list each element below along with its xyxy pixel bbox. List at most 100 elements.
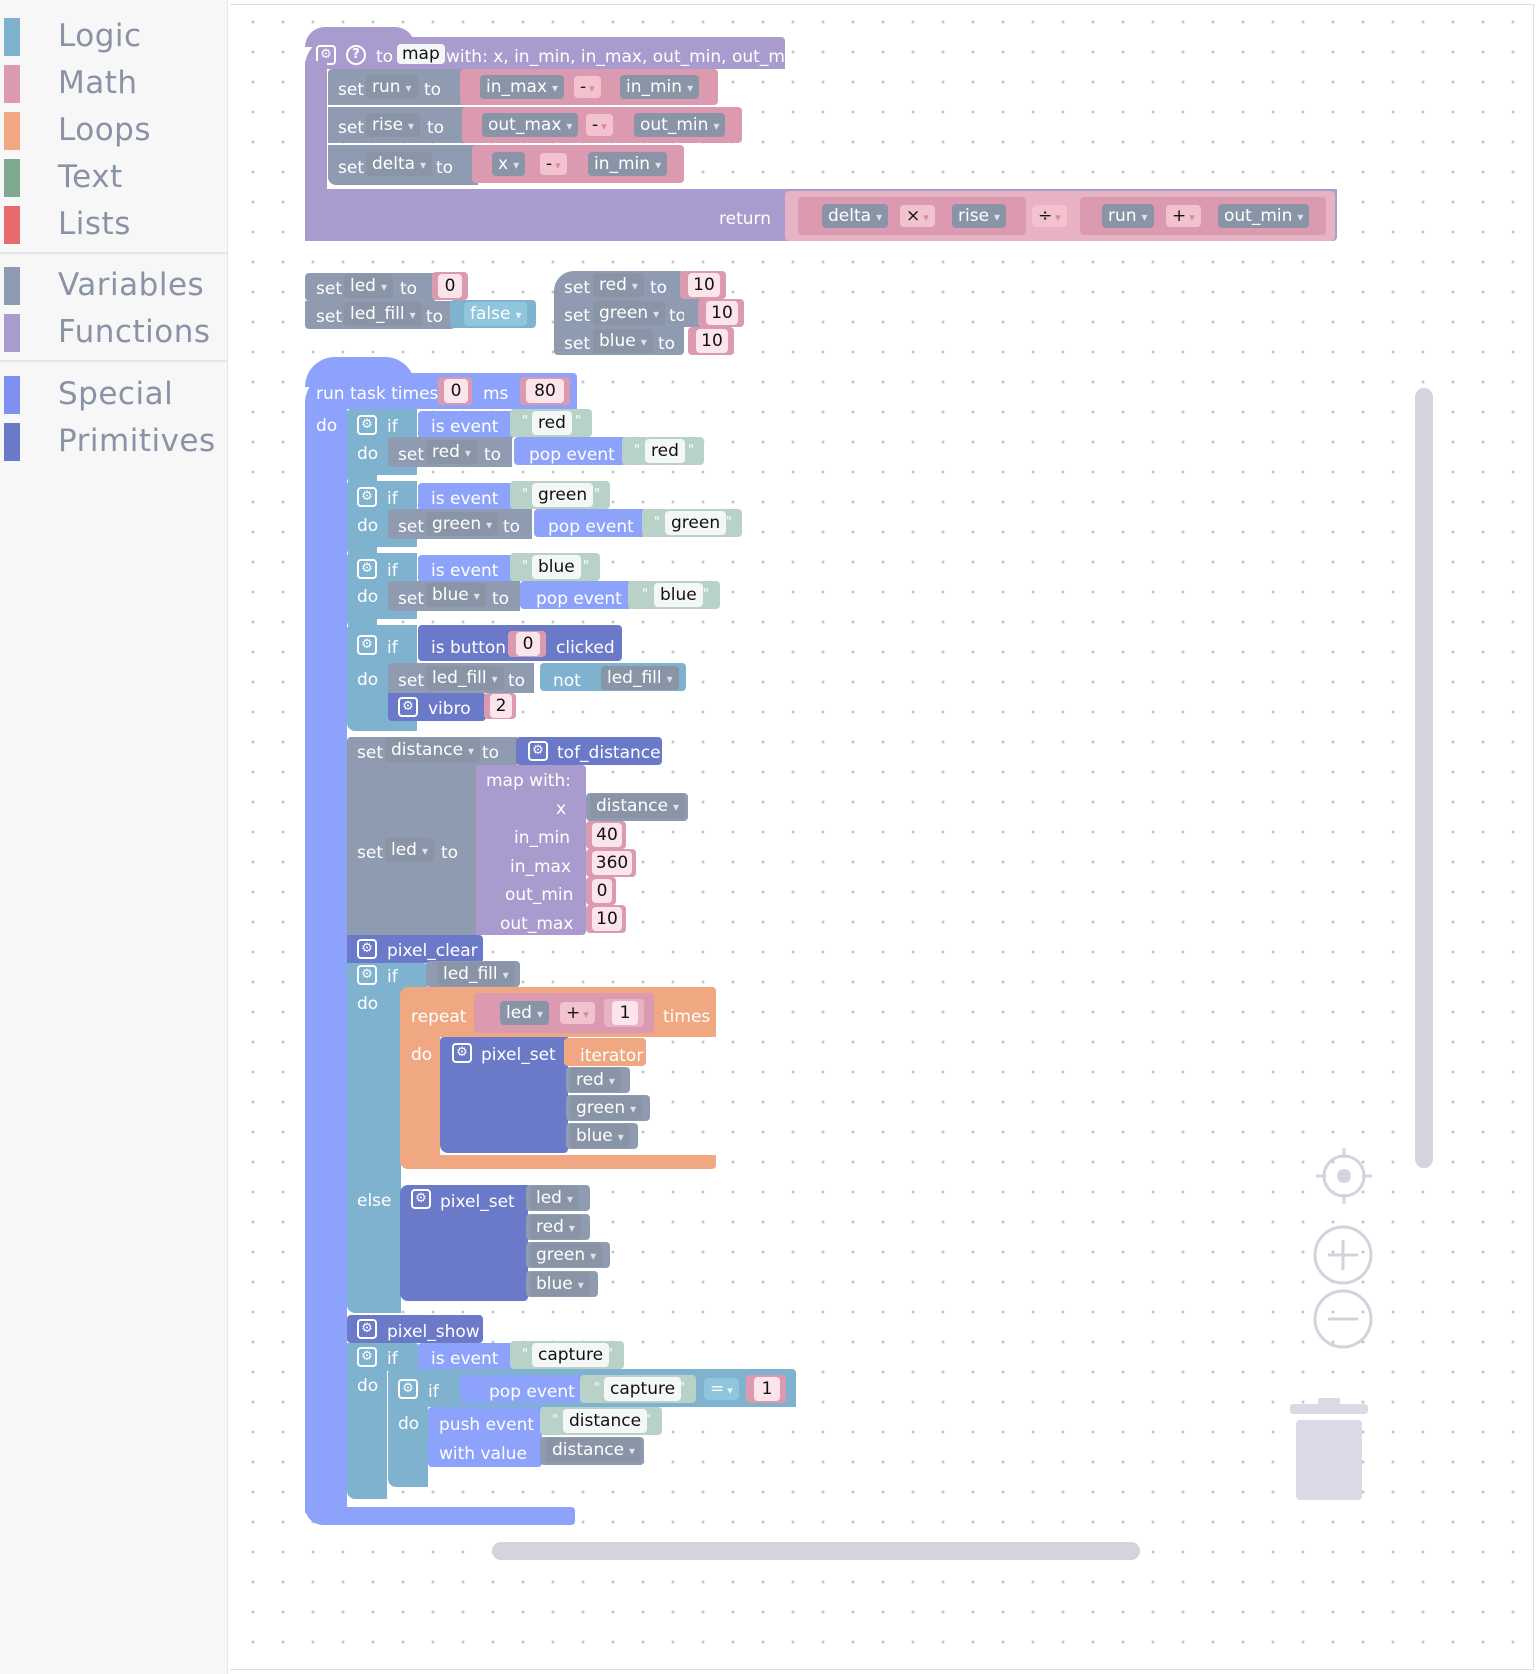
gear-icon[interactable]: ⚙ xyxy=(528,741,548,761)
var-led-fill[interactable]: led_fill xyxy=(601,666,679,690)
var-green-dropdown[interactable]: green xyxy=(593,301,666,325)
pop-event-block[interactable] xyxy=(534,509,646,537)
op-minus-dropdown[interactable]: - xyxy=(574,76,601,98)
category-special[interactable]: Special xyxy=(0,372,228,418)
var-distance[interactable]: distance xyxy=(590,794,686,818)
map-in-min-field[interactable]: 40 xyxy=(592,823,622,847)
param-x[interactable]: x xyxy=(492,152,526,176)
gear-icon[interactable]: ⚙ xyxy=(357,1319,377,1339)
var-run[interactable]: run xyxy=(1102,204,1154,228)
var-red[interactable]: red xyxy=(530,1215,581,1239)
op-mul-dropdown[interactable]: × xyxy=(900,205,935,227)
var-led-fill-dropdown[interactable]: led_fill xyxy=(426,666,504,690)
category-functions[interactable]: Functions xyxy=(0,310,228,356)
category-lists[interactable]: Lists xyxy=(0,202,228,248)
var-red[interactable]: red xyxy=(570,1068,621,1092)
text-field[interactable]: red xyxy=(532,411,572,435)
var-green-dropdown[interactable]: green xyxy=(426,512,499,536)
var-rise[interactable]: rise xyxy=(952,204,1007,228)
workspace[interactable]: ⚙ ? to map with: x, in_min, in_max, out_… xyxy=(230,4,1534,1670)
task-ms-field[interactable]: 80 xyxy=(526,379,564,403)
pixel-set-block[interactable] xyxy=(440,1037,568,1153)
is-event-block[interactable] xyxy=(418,555,514,583)
var-led[interactable]: led xyxy=(500,1001,550,1025)
boolean-dropdown[interactable]: false xyxy=(464,302,528,326)
text-field[interactable]: blue xyxy=(654,583,703,607)
repeat-add-field[interactable]: 1 xyxy=(612,1001,638,1025)
op-minus-dropdown[interactable]: - xyxy=(540,153,567,175)
var-led-fill-dropdown[interactable]: led_fill xyxy=(344,302,422,326)
pop-event-block[interactable] xyxy=(520,581,632,609)
gear-icon[interactable]: ⚙ xyxy=(357,487,377,507)
is-event-block[interactable] xyxy=(418,411,514,439)
param-in-min[interactable]: in_min xyxy=(588,152,668,176)
text-field[interactable]: capture xyxy=(604,1377,682,1401)
map-out-max-field[interactable]: 10 xyxy=(592,907,622,931)
var-led-dropdown[interactable]: led xyxy=(385,838,435,862)
gear-icon[interactable]: ⚙ xyxy=(357,965,377,985)
number-field[interactable]: 10 xyxy=(696,329,728,353)
category-text[interactable]: Text xyxy=(0,155,228,201)
text-field[interactable]: red xyxy=(645,439,685,463)
text-field[interactable]: blue xyxy=(532,555,581,579)
task-times-field[interactable]: 0 xyxy=(444,379,468,403)
trash-button[interactable] xyxy=(1288,1398,1370,1504)
text-field[interactable]: green xyxy=(665,511,727,535)
is-event-block[interactable] xyxy=(418,1343,514,1371)
op-plus-dropdown[interactable]: + xyxy=(1166,205,1201,227)
gear-icon[interactable]: ⚙ xyxy=(357,559,377,579)
gear-icon[interactable]: ⚙ xyxy=(411,1189,431,1209)
param-in-max[interactable]: in_max xyxy=(480,75,565,99)
text-field[interactable]: green xyxy=(532,483,594,507)
pixel-set-else-block[interactable] xyxy=(400,1185,528,1301)
gear-icon[interactable]: ⚙ xyxy=(357,415,377,435)
map-in-max-field[interactable]: 360 xyxy=(592,851,632,875)
var-run-dropdown[interactable]: run xyxy=(366,75,418,99)
iterator-block[interactable] xyxy=(564,1038,646,1066)
var-distance[interactable]: distance xyxy=(546,1438,642,1462)
op-eq-dropdown[interactable]: = xyxy=(704,1378,739,1400)
pop-event-block[interactable] xyxy=(514,437,626,465)
var-rise-dropdown[interactable]: rise xyxy=(366,113,421,137)
gear-icon[interactable]: ⚙ xyxy=(357,635,377,655)
horizontal-scrollbar[interactable] xyxy=(492,1542,1140,1560)
category-primitives[interactable]: Primitives xyxy=(0,419,228,465)
gear-icon[interactable]: ⚙ xyxy=(398,697,418,717)
help-icon[interactable]: ? xyxy=(346,45,366,65)
var-led-dropdown[interactable]: led xyxy=(344,274,394,298)
number-field[interactable]: 0 xyxy=(438,274,462,298)
gear-icon[interactable]: ⚙ xyxy=(452,1043,472,1063)
category-math[interactable]: Math xyxy=(0,61,228,107)
param-out-min[interactable]: out_min xyxy=(1218,204,1310,228)
category-loops[interactable]: Loops xyxy=(0,108,228,154)
var-distance-dropdown[interactable]: distance xyxy=(385,738,481,762)
text-field[interactable]: distance xyxy=(563,1409,648,1433)
var-green[interactable]: green xyxy=(530,1243,603,1267)
number-field[interactable]: 10 xyxy=(688,273,720,297)
var-led-fill[interactable]: led_fill xyxy=(437,962,515,986)
function-name-field[interactable]: map xyxy=(397,44,445,64)
is-event-block[interactable] xyxy=(418,483,514,511)
op-plus-dropdown[interactable]: + xyxy=(560,1002,595,1024)
var-led[interactable]: led xyxy=(530,1186,580,1210)
param-out-max[interactable]: out_max xyxy=(482,113,579,137)
var-blue-dropdown[interactable]: blue xyxy=(426,583,486,607)
gear-icon[interactable]: ⚙ xyxy=(357,1347,377,1367)
var-red-dropdown[interactable]: red xyxy=(593,273,644,297)
op-minus-dropdown[interactable]: - xyxy=(586,114,613,136)
param-out-min[interactable]: out_min xyxy=(634,113,726,137)
map-out-min-field[interactable]: 0 xyxy=(592,879,612,903)
var-blue[interactable]: blue xyxy=(570,1124,630,1148)
var-red-dropdown[interactable]: red xyxy=(426,440,477,464)
var-delta[interactable]: delta xyxy=(822,204,889,228)
var-green[interactable]: green xyxy=(570,1096,643,1120)
vertical-scrollbar[interactable] xyxy=(1415,388,1433,1168)
zoom-out-button[interactable] xyxy=(1312,1288,1374,1350)
button-index-field[interactable]: 0 xyxy=(516,632,540,656)
number-field[interactable]: 10 xyxy=(706,301,738,325)
var-blue-dropdown[interactable]: blue xyxy=(593,329,653,353)
vibro-count-field[interactable]: 2 xyxy=(490,694,512,718)
capture-compare-field[interactable]: 1 xyxy=(754,1377,780,1401)
push-event-block[interactable] xyxy=(428,1407,542,1467)
center-workspace-button[interactable] xyxy=(1314,1146,1374,1206)
